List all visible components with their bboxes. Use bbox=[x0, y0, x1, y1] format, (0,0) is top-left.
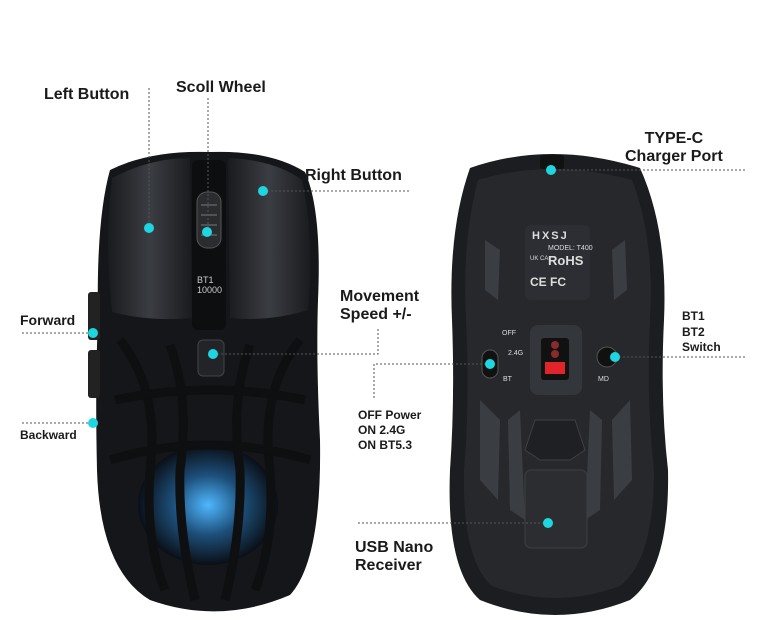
model-label: MODEL: T400 bbox=[548, 245, 593, 252]
label-backward: Backward bbox=[20, 428, 77, 442]
dpi-indicator: BT1 10000 bbox=[197, 275, 223, 296]
ce-mark: CE bbox=[530, 275, 547, 289]
label-forward: Forward bbox=[20, 312, 76, 328]
switch-bt-label: BT bbox=[503, 376, 512, 383]
callout-dots bbox=[88, 165, 620, 528]
switch-off-label: OFF bbox=[502, 330, 516, 337]
ukca-mark: UK CA bbox=[530, 256, 549, 262]
md-label: MD bbox=[598, 376, 609, 383]
label-line: Receiver bbox=[355, 556, 422, 574]
mouse-bottom-view bbox=[449, 154, 669, 615]
label-line: BT2 bbox=[682, 324, 705, 339]
dpi-value: 10000 bbox=[197, 284, 223, 295]
label-line: Movement bbox=[340, 288, 420, 305]
label-movement-speed: Movement Speed +/- bbox=[340, 288, 419, 324]
rohs-mark: RoHS bbox=[548, 253, 584, 268]
fc-mark: FC bbox=[550, 275, 566, 289]
label-line: USB Nano bbox=[355, 539, 434, 556]
label-line: TYPE-C bbox=[644, 130, 704, 147]
label-line: ON BT5.3 bbox=[358, 438, 413, 452]
label-left-button: Left Button bbox=[44, 86, 130, 103]
label-line: Charger Port bbox=[625, 147, 723, 165]
mouse-top-view bbox=[88, 151, 321, 612]
label-usb-receiver: USB Nano Receiver bbox=[355, 539, 433, 575]
label-scroll-wheel: Scoll Wheel bbox=[176, 79, 266, 96]
label-line: Switch bbox=[682, 340, 721, 355]
label-line: BT1 bbox=[682, 309, 705, 323]
label-line: ON 2.4G bbox=[358, 423, 406, 437]
dpi-mode: BT1 bbox=[197, 275, 214, 285]
label-right-button: Right Button bbox=[305, 167, 402, 184]
label-bt-switch: BT1 BT2 Switch bbox=[682, 309, 721, 356]
label-power-switch: OFF Power ON 2.4G ON BT5.3 bbox=[358, 408, 421, 453]
switch-24g-label: 2.4G bbox=[508, 350, 524, 357]
label-type-c: TYPE-C Charger Port bbox=[625, 130, 723, 166]
brand-logo: HXSJ bbox=[532, 230, 569, 242]
label-line: Speed +/- bbox=[340, 305, 412, 323]
label-line: OFF Power bbox=[358, 408, 422, 422]
leader-lines bbox=[22, 88, 745, 524]
